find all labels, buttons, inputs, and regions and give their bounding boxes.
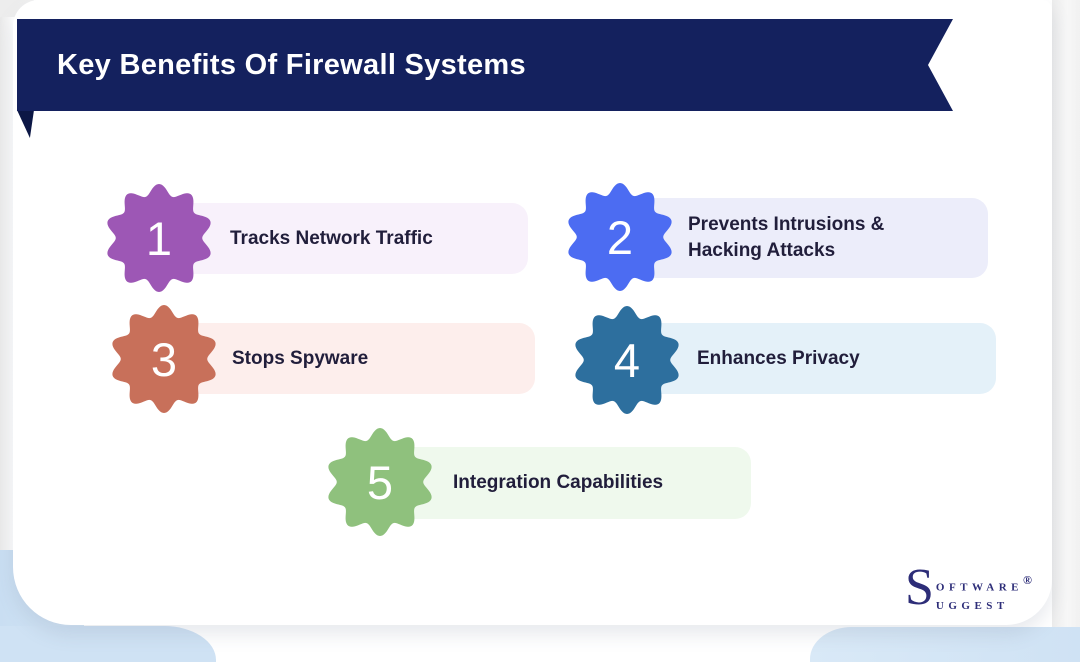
logo-wordmark: oftware® uggest xyxy=(936,564,1032,614)
number-badge-icon: 3 xyxy=(109,304,219,414)
benefit-pill: Prevents Intrusions & Hacking Attacks xyxy=(622,198,988,278)
number-badge-icon: 4 xyxy=(572,305,682,415)
number-badge-icon: 1 xyxy=(104,183,214,293)
benefit-label: Integration Capabilities xyxy=(453,472,664,493)
softwaresuggest-logo: S oftware® uggest xyxy=(904,559,1032,616)
benefit-label: Stops Spyware xyxy=(232,347,369,369)
decor-blue-shape-bottom-right xyxy=(810,627,1080,662)
page-edge-left-shading xyxy=(0,0,13,662)
logo-line-2: uggest xyxy=(935,596,1009,614)
registered-mark-icon: ® xyxy=(1023,573,1032,587)
benefit-pill: Tracks Network Traffic xyxy=(160,203,528,274)
benefit-pill: Enhances Privacy xyxy=(628,323,996,394)
benefit-label: Tracks Network Traffic xyxy=(230,227,433,249)
title-ribbon: Key Benefits Of Firewall Systems xyxy=(17,19,953,111)
benefit-label: Prevents Intrusions & Hacking Attacks xyxy=(688,214,885,261)
decor-blue-shape-bottom-left-wide xyxy=(0,626,216,662)
benefit-number: 5 xyxy=(366,455,394,509)
benefit-pill: Integration Capabilities xyxy=(385,447,751,519)
scallop-seal-icon xyxy=(575,305,679,415)
scallop-seal-icon xyxy=(107,183,211,293)
benefit-number: 4 xyxy=(613,333,641,387)
scallop-seal-icon xyxy=(112,304,216,414)
benefit-number: 1 xyxy=(145,211,173,265)
page-edge-right-shading xyxy=(1052,0,1080,662)
scallop-seal-icon xyxy=(568,182,672,292)
number-badge-icon: 2 xyxy=(565,182,675,292)
logo-line-1: oftware® xyxy=(935,573,1032,595)
number-badge-icon: 5 xyxy=(325,427,435,537)
logo-initial: S xyxy=(904,559,934,616)
page-title: Key Benefits Of Firewall Systems xyxy=(57,48,526,81)
benefit-label: Enhances Privacy xyxy=(697,347,860,369)
benefit-pill: Stops Spyware xyxy=(168,323,535,394)
benefit-number: 2 xyxy=(606,210,634,264)
scallop-seal-icon xyxy=(328,427,432,537)
benefit-number: 3 xyxy=(150,332,178,386)
